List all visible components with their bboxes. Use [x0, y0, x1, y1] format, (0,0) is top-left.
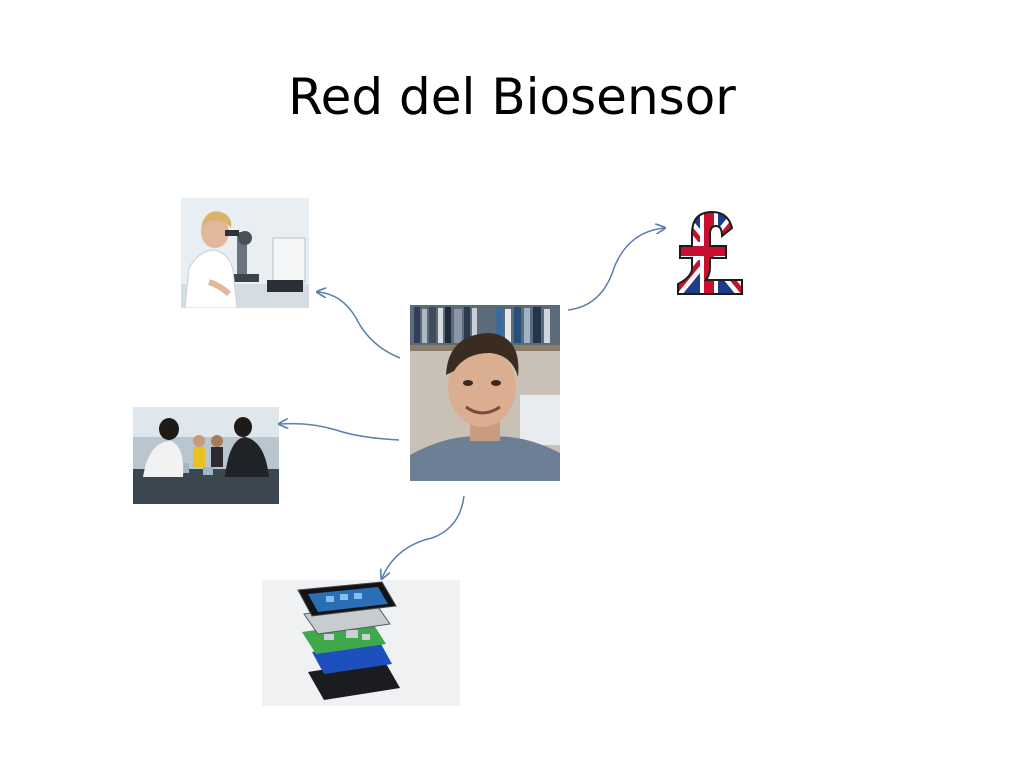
- arrow-to-team: [280, 424, 400, 441]
- microscope-scientist-photo-icon: [181, 198, 309, 308]
- arrow-to-pound: [567, 228, 664, 311]
- workshop-team-photo-icon: [133, 407, 279, 504]
- arrow-to-phone: [382, 495, 465, 578]
- arrow-to-lab: [318, 292, 401, 359]
- slide-title: Red del Biosensor: [288, 68, 736, 126]
- pound-sign-union-flag-icon: [672, 206, 746, 296]
- exploded-smartphone-icon: [262, 580, 460, 706]
- portrait-photo-icon: [410, 305, 560, 481]
